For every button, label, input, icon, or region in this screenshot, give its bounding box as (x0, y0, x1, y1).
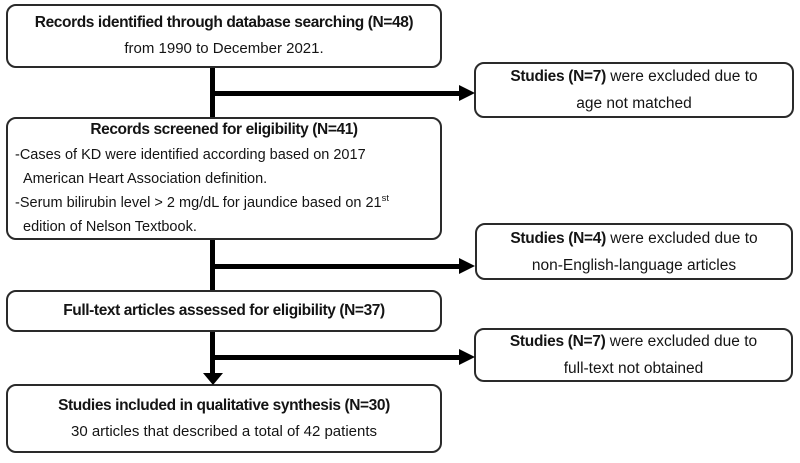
screening-criterion-bilirubin-line2: edition of Nelson Textbook. (23, 219, 197, 235)
connector-to-exclusion-fulltext (212, 355, 459, 360)
box-records-identified: Records identified through database sear… (6, 4, 442, 68)
exclusion-age-reason-prefix: were excluded due to (605, 68, 758, 85)
right-arrowhead-age-icon (459, 85, 475, 101)
studies-included-title: Studies included in qualitative synthesi… (58, 396, 390, 414)
exclusion-language-reason-prefix: were excluded due to (605, 229, 758, 247)
exclusion-fulltext-reason-prefix: were excluded due to (605, 333, 758, 350)
exclusion-language-count: Studies (N=4) (510, 229, 606, 247)
box-excluded-fulltext-not-obtained: Studies (N=7) were excluded due to full-… (474, 328, 793, 382)
exclusion-age-line1: Studies (N=7) were excluded due to (510, 63, 757, 90)
screening-criterion-kd-line2: American Heart Association definition. (23, 171, 268, 187)
records-identified-title: Records identified through database sear… (34, 14, 414, 31)
exclusion-fulltext-line2: full-text not obtained (563, 360, 704, 377)
right-arrowhead-language-icon (459, 258, 475, 274)
exclusion-language-line2: non-English-language articles (531, 256, 737, 274)
box-studies-included: Studies included in qualitative synthesi… (6, 384, 442, 453)
exclusion-language-line1: Studies (N=4) were excluded due to (510, 225, 757, 252)
down-arrowhead-icon (203, 373, 223, 385)
exclusion-fulltext-count: Studies (N=7) (509, 333, 606, 350)
connector-to-exclusion-age (212, 91, 459, 96)
connector-to-exclusion-language (212, 264, 459, 269)
bilirubin-text: -Serum bilirubin level > 2 mg/dL for jau… (15, 195, 382, 211)
box-fulltext-assessed: Full-text articles assessed for eligibil… (6, 290, 442, 332)
studies-included-subtitle: 30 articles that described a total of 42… (70, 422, 378, 440)
ordinal-superscript: st (381, 193, 389, 205)
exclusion-fulltext-line1: Studies (N=7) were excluded due to (510, 328, 757, 355)
fulltext-assessed-title: Full-text articles assessed for eligibil… (63, 302, 385, 319)
box-records-screened: Records screened for eligibility (N=41) … (6, 117, 442, 240)
right-arrowhead-fulltext-icon (459, 349, 475, 365)
exclusion-age-line2: age not matched (576, 95, 692, 112)
records-screened-title: Records screened for eligibility (N=41) (90, 121, 358, 138)
box-excluded-non-english: Studies (N=4) were excluded due to non-E… (475, 223, 793, 280)
box-excluded-age-not-matched: Studies (N=7) were excluded due to age n… (474, 62, 794, 118)
exclusion-age-count: Studies (N=7) (510, 68, 606, 85)
records-identified-subtitle: from 1990 to December 2021. (124, 40, 324, 57)
screening-criterion-bilirubin-line1: -Serum bilirubin level > 2 mg/dL for jau… (8, 191, 440, 215)
screening-criterion-kd-line1: -Cases of KD were identified according b… (15, 147, 366, 163)
connector-fulltext-to-included (210, 332, 215, 374)
